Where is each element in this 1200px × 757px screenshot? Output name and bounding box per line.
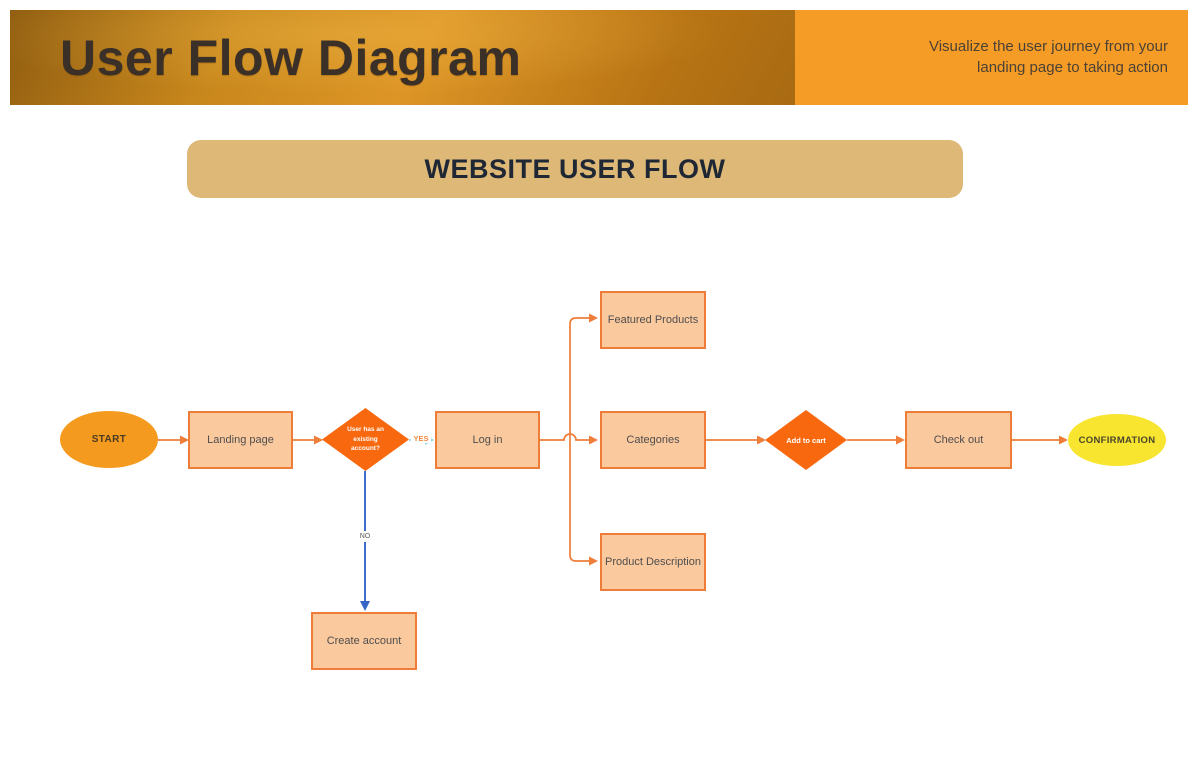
node-account-question-label: User has an existing account? <box>347 425 384 453</box>
node-start-label: START <box>91 434 127 445</box>
node-login: Log in <box>435 411 540 469</box>
header-right-panel: Visualize the user journey from your lan… <box>795 10 1188 105</box>
edge-check-out-to-confirmation <box>1012 435 1068 445</box>
edge-categories-to-add-to-cart <box>706 435 766 445</box>
node-product-description: Product Description <box>600 533 706 591</box>
page-subtitle: Visualize the user journey from your lan… <box>928 38 1168 76</box>
node-featured-products-label: Featured Products <box>607 314 699 326</box>
node-landing-page: Landing page <box>188 411 293 469</box>
node-product-description-label: Product Description <box>605 556 701 568</box>
node-create-account: Create account <box>311 612 417 670</box>
page-title: User Flow Diagram <box>60 29 522 86</box>
node-categories: Categories <box>600 411 706 469</box>
section-title-bar: WEBSITE USER FLOW <box>187 140 963 198</box>
edge-landing-to-account-question <box>293 435 323 445</box>
header-left-panel: User Flow Diagram <box>10 10 795 105</box>
edge-login-to-categories <box>540 433 598 445</box>
edge-label-yes: YES <box>411 434 431 443</box>
section-title: WEBSITE USER FLOW <box>424 153 726 184</box>
node-check-out-label: Check out <box>933 434 984 446</box>
node-check-out: Check out <box>905 411 1012 469</box>
node-confirmation: CONFIRMATION <box>1068 414 1166 466</box>
edge-add-to-cart-to-check-out <box>847 435 905 445</box>
node-create-account-label: Create account <box>326 635 402 647</box>
node-featured-products: Featured Products <box>600 291 706 349</box>
node-landing-page-label: Landing page <box>207 434 274 446</box>
edge-start-to-landing <box>158 435 189 445</box>
node-login-label: Log in <box>472 434 503 446</box>
edge-label-no: NO <box>356 531 374 542</box>
edge-login-branch-to-featured-and-product-description <box>569 313 598 566</box>
node-categories-label: Categories <box>626 434 680 446</box>
header-banner: User Flow Diagram Visualize the user jou… <box>10 10 1188 105</box>
node-add-to-cart-label: Add to cart <box>786 435 826 445</box>
node-confirmation-label: CONFIRMATION <box>1078 434 1156 446</box>
node-start: START <box>60 411 158 468</box>
